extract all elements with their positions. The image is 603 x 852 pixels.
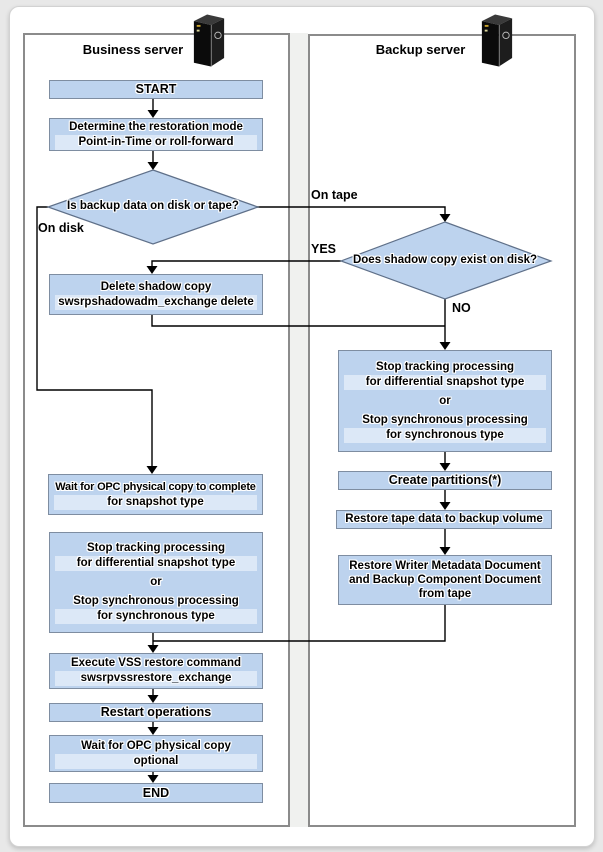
step-stop-tracking-business: Stop tracking processing for differentia… (49, 532, 263, 633)
step-line: swsrpshadowadm_exchange delete (55, 294, 257, 310)
step-stop-tracking-backup: Stop tracking processing for differentia… (338, 350, 552, 452)
arrowhead (146, 466, 158, 474)
step-line: or (439, 394, 451, 407)
step-line: or (150, 576, 162, 588)
step-line: optional (55, 753, 257, 769)
server-top (481, 14, 513, 25)
connector-writer-return (153, 605, 446, 642)
step-restore-writer-metadata: Restore Writer Metadata Document and Bac… (338, 555, 552, 605)
step-line: Stop synchronous processing (73, 595, 239, 607)
step-wait-opc-optional: Wait for OPC physical copy optional (49, 735, 263, 772)
step-wait-opc-complete: Wait for OPC physical copy to complete f… (48, 474, 263, 515)
step-line: for snapshot type (54, 494, 257, 510)
step-execute-vss-restore: Execute VSS restore command swsrpvssrest… (49, 653, 263, 689)
step-delete-shadow-copy: Delete shadow copy swsrpshadowadm_exchan… (49, 274, 263, 315)
arrowhead (439, 502, 451, 510)
arrowhead (439, 342, 451, 350)
step-line: from tape (418, 588, 472, 600)
lane-divider-gap (290, 33, 308, 827)
step-line: for synchronous type (344, 427, 546, 443)
label-no: NO (452, 301, 471, 315)
lane-title-backup: Backup server (375, 42, 466, 57)
connector-yes-path (151, 260, 341, 266)
step-line: Execute VSS restore command (70, 657, 241, 669)
business-server-icon (193, 14, 225, 67)
arrowhead (146, 266, 158, 274)
step-line: Wait for OPC physical copy to complete (55, 480, 256, 493)
connector-delete-merge (151, 315, 446, 327)
label-yes: YES (311, 242, 337, 256)
arrowhead (147, 645, 159, 653)
step-end: END (49, 783, 263, 803)
arrowhead (147, 775, 159, 783)
label-on-tape: On tape (311, 188, 358, 202)
step-line: Determine the restoration mode (69, 120, 243, 133)
decision-backup-media: Is backup data on disk or tape? (67, 200, 239, 212)
lane-business-server (23, 33, 290, 827)
arrowhead (147, 695, 159, 703)
step-line: Wait for OPC physical copy (81, 739, 231, 752)
arrowhead (147, 110, 159, 118)
step-line: Restore tape data to backup volume (345, 513, 543, 525)
server-front (481, 21, 499, 67)
arrowhead (147, 727, 159, 735)
step-start: START (49, 80, 263, 99)
server-front (193, 21, 211, 67)
step-restore-tape-data: Restore tape data to backup volume (336, 510, 552, 529)
server-led (484, 24, 489, 27)
step-create-partitions: Create partitions(*) (338, 471, 552, 490)
server-led (196, 24, 201, 27)
arrowhead (439, 547, 451, 555)
step-line: END (142, 785, 170, 800)
step-line: Delete shadow copy (100, 280, 212, 293)
decision-shadow-copy-shape (339, 221, 553, 300)
step-line: Stop tracking processing (86, 542, 226, 554)
step-line: Stop tracking processing (375, 360, 515, 373)
arrowhead (439, 463, 451, 471)
step-line: Create partitions(*) (388, 473, 502, 487)
server-logo (502, 31, 510, 40)
backup-server-icon (481, 14, 513, 67)
step-restart-operations: Restart operations (49, 703, 263, 722)
server-logo (214, 31, 222, 40)
step-line: Point-in-Time or roll-forward (55, 134, 257, 150)
arrowhead (147, 162, 159, 170)
decision-backup-media-shape (46, 169, 260, 245)
step-line: and Backup Component Document (349, 574, 541, 586)
connector-on-tape-path (257, 206, 446, 214)
server-side (498, 18, 513, 67)
arrowhead (439, 214, 451, 222)
server-top (193, 14, 225, 25)
server-led (484, 29, 488, 32)
step-line: Stop synchronous processing (362, 413, 528, 426)
server-led (196, 29, 200, 32)
step-line: for synchronous type (55, 609, 257, 624)
step-line: for differential snapshot type (55, 556, 257, 571)
label-on-disk: On disk (38, 221, 84, 235)
step-line: Restart operations (100, 705, 212, 719)
lane-title-business: Business server (82, 42, 184, 57)
step-line: swsrpvssrestore_exchange (55, 671, 257, 686)
step-determine-restoration-mode: Determine the restoration mode Point-in-… (49, 118, 263, 151)
connector-on-disk-path (36, 206, 153, 466)
step-line: Restore Writer Metadata Document (349, 560, 541, 572)
decision-shadow-copy-exists: Does shadow copy exist on disk? (352, 254, 538, 266)
step-line: START (135, 82, 177, 96)
step-line: for differential snapshot type (344, 374, 546, 390)
server-side (210, 18, 225, 67)
